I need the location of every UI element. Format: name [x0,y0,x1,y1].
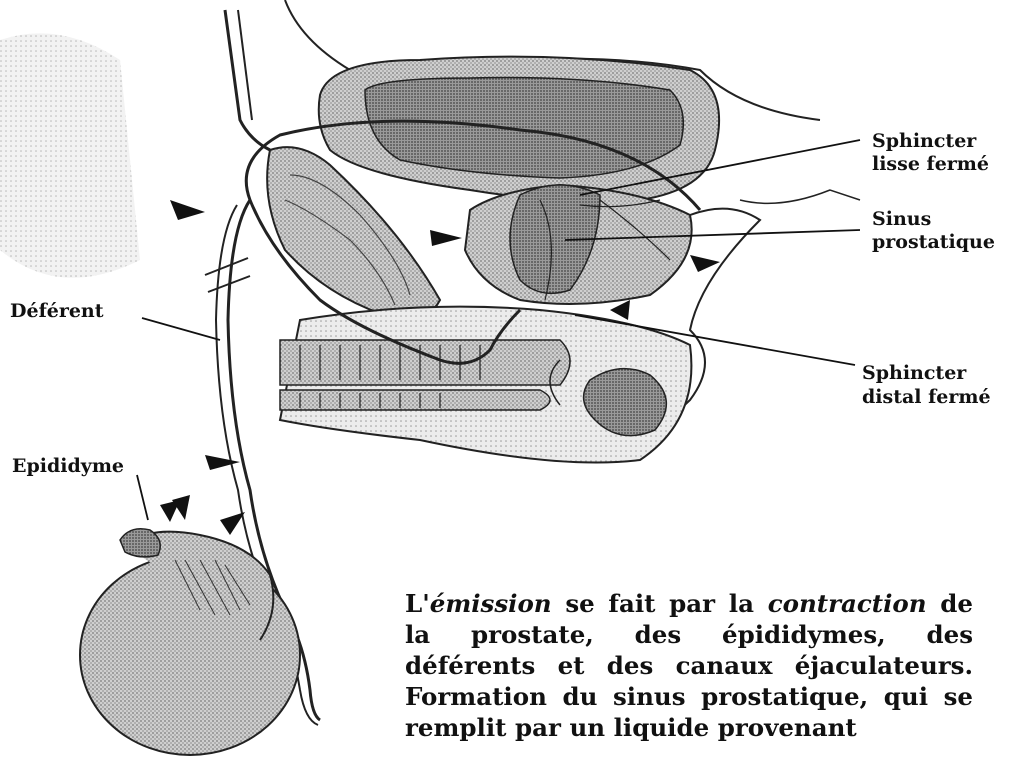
caption-part-4: contraction [768,589,927,618]
leader-epididyme [137,475,148,520]
caption-paragraph: L'émission se fait par la contraction de… [405,588,973,764]
caption-part-1: L' [405,589,430,618]
bladder-lumen [365,78,683,179]
label-sinus-1: Sinus [872,208,931,230]
label-deferent: Déférent [10,300,104,322]
label-sphincter-lisse-2: lisse fermé [872,153,989,175]
caption-part-3: se fait par la [552,589,768,618]
label-sphincter-distal-1: Sphincter [862,362,966,384]
background-texture [0,33,140,277]
label-sphincter-lisse-1: Sphincter [872,130,976,152]
label-sinus-2: prostatique [872,231,995,253]
cut-mark [205,258,248,275]
label-sphincter-distal-2: distal fermé [862,386,991,408]
leader-deferent [142,318,220,340]
ureter-line-2 [238,10,252,120]
caption-part-2: émission [430,589,552,618]
label-epididyme: Epididyme [12,455,124,477]
corpus-cavernosum [280,340,570,385]
